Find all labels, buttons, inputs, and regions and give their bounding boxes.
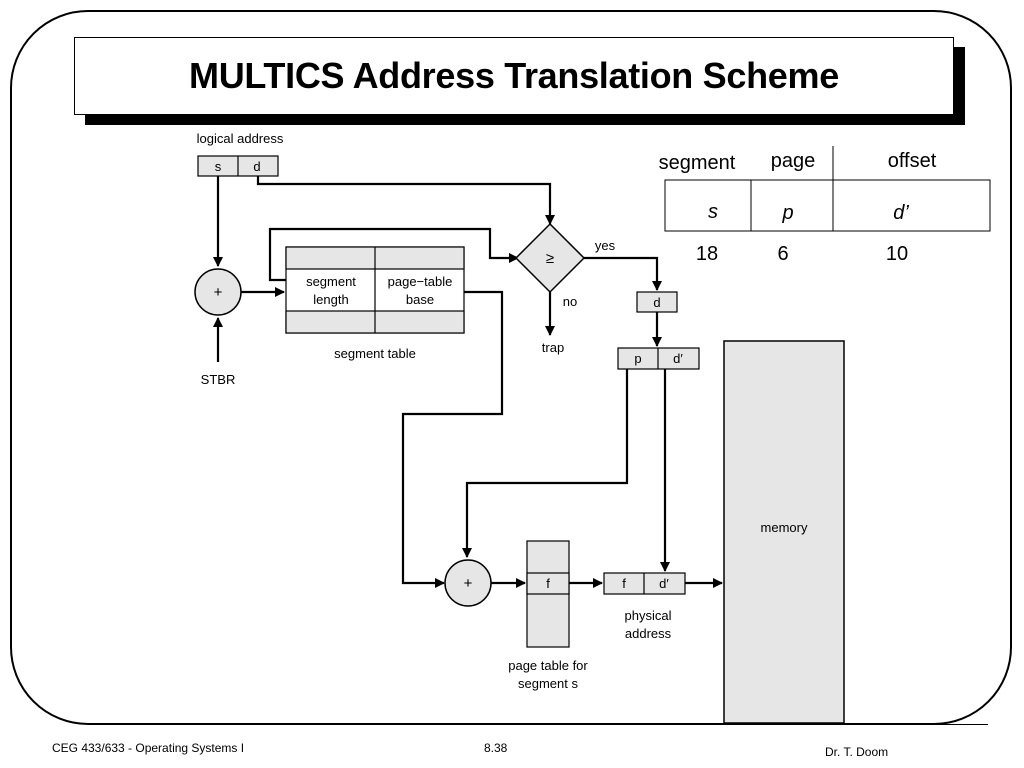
memory-block: [723, 340, 845, 724]
d-box-label: d: [653, 295, 660, 310]
page-table-f-cell: f: [546, 576, 550, 591]
physical-f-cell: f: [622, 576, 626, 591]
page-adder-plus: +: [464, 575, 473, 592]
physical-address-line2: address: [625, 626, 672, 641]
p-cell: p: [634, 351, 641, 366]
value-offset: 10: [886, 243, 908, 265]
stbr-label: STBR: [201, 372, 236, 387]
footer-divider: [188, 724, 988, 725]
page-table-caption-line2: segment s: [518, 676, 578, 691]
segment-length-line2: length: [313, 292, 348, 307]
footer-slide-number: 8.38: [484, 741, 508, 755]
trap-label: trap: [542, 340, 564, 355]
symbol-p: p: [781, 202, 793, 224]
physical-d-prime-cell: d′: [659, 576, 669, 591]
page-table-base-line1: page−table: [388, 274, 453, 289]
header-page: page: [771, 150, 816, 172]
yes-label: yes: [595, 238, 616, 253]
title-box: MULTICS Address Translation Scheme: [74, 37, 954, 115]
physical-address-line1: physical: [625, 608, 672, 623]
footer-course: CEG 433/633 - Operating Systems I: [52, 741, 245, 755]
segment-length-line1: segment: [306, 274, 356, 289]
header-offset: offset: [888, 150, 937, 172]
d-cell: d: [253, 159, 260, 174]
value-segment: 18: [696, 243, 718, 265]
symbol-d-prime: d’: [893, 202, 909, 224]
symbol-s: s: [708, 201, 718, 223]
segment-adder-plus: +: [214, 284, 223, 301]
d-prime-cell: d′: [673, 351, 683, 366]
no-label: no: [563, 294, 577, 309]
segment-table-caption: segment table: [334, 346, 416, 361]
page-table-caption-line1: page table for: [508, 658, 588, 673]
page-table-base-line2: base: [406, 292, 434, 307]
compare-symbol: ≥: [546, 250, 554, 267]
header-segment: segment: [659, 152, 736, 174]
s-cell: s: [215, 159, 222, 174]
offset-table-box: [664, 179, 991, 232]
value-page: 6: [777, 243, 788, 265]
logical-address-label: logical address: [197, 131, 284, 146]
footer-author: Dr. T. Doom: [825, 745, 889, 759]
slide-title: MULTICS Address Translation Scheme: [189, 55, 839, 96]
memory-label: memory: [761, 520, 808, 535]
